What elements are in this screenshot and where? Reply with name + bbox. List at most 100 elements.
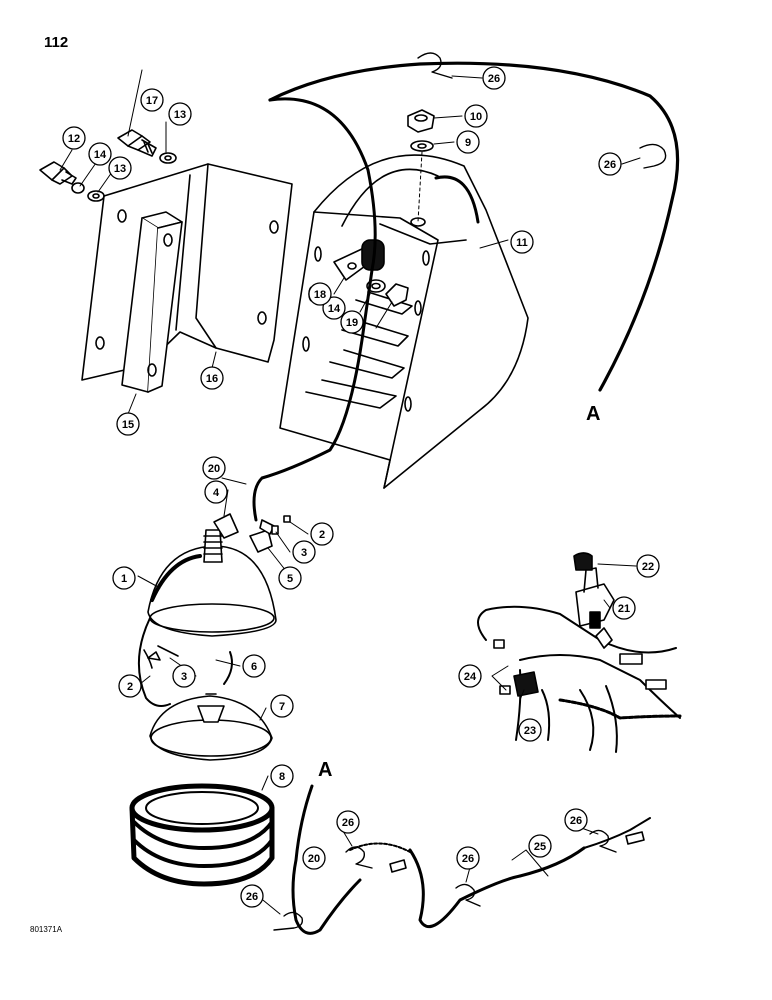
callout-c26c: 26: [336, 810, 360, 834]
callout-number: 6: [251, 661, 257, 673]
callout-number: 3: [301, 547, 307, 559]
connector-4: [213, 513, 239, 539]
callout-number: 26: [488, 73, 500, 85]
nut-19: [385, 283, 409, 307]
callout-number: 7: [279, 701, 285, 713]
cable-clip-lower-2: [455, 883, 481, 907]
callout-c26b: 26: [598, 152, 622, 176]
callout-number: 16: [206, 373, 218, 385]
callout-c14a: 14: [88, 142, 112, 166]
callout-number: 26: [462, 853, 474, 865]
terminal-5: [249, 529, 273, 553]
callout-c20b: 20: [302, 846, 326, 870]
callout-number: 2: [127, 681, 133, 693]
callout-c23: 23: [518, 718, 542, 742]
callout-c18: 18: [308, 282, 332, 306]
callout-c13a: 13: [168, 102, 192, 126]
page-number: 112: [44, 34, 69, 51]
mounting-bracket-plate: [81, 163, 293, 381]
callout-number: 9: [465, 137, 471, 149]
lock-washer-14: [71, 182, 85, 194]
callout-c2a: 2: [310, 522, 334, 546]
callout-c1: 1: [112, 566, 136, 590]
spacer-bar: [121, 211, 183, 393]
callout-number: 26: [570, 815, 582, 827]
washer-14: [366, 279, 386, 293]
callout-number: 14: [328, 303, 341, 315]
callout-c17: 17: [140, 88, 164, 112]
callout-c14b: 14: [322, 296, 346, 320]
callout-number: 5: [287, 573, 293, 585]
callout-c11: 11: [510, 230, 534, 254]
callout-c24: 24: [458, 664, 482, 688]
switch-21: [575, 567, 615, 629]
switch-knob-22: [573, 552, 593, 571]
callout-number: 17: [146, 95, 158, 107]
callout-number: 15: [122, 419, 134, 431]
callout-c26e: 26: [564, 808, 588, 832]
washer-13-upper: [159, 152, 177, 164]
nut-10: [407, 109, 435, 133]
callout-number: 20: [208, 463, 220, 475]
lamp-lead-6: [137, 617, 171, 707]
callout-c26d: 26: [456, 846, 480, 870]
callout-number: 14: [94, 149, 107, 161]
callout-c26f: 26: [240, 884, 264, 908]
callout-c8: 8: [270, 764, 294, 788]
callout-c20a: 20: [202, 456, 226, 480]
callout-number: 19: [346, 317, 358, 329]
lamp-cable-20: [252, 97, 377, 522]
washer-9: [410, 140, 434, 152]
callout-number: 18: [314, 289, 326, 301]
callout-c3a: 3: [292, 540, 316, 564]
callout-c9: 9: [456, 130, 480, 154]
callout-c2b: 2: [118, 674, 142, 698]
callout-c16: 16: [200, 366, 224, 390]
lamp-body: [147, 529, 277, 637]
wire-harness-23: [477, 605, 682, 753]
lamp-housing: [279, 154, 529, 489]
callout-number: 21: [618, 603, 630, 615]
callout-number: 20: [308, 853, 320, 865]
callout-c19: 19: [340, 310, 364, 334]
sealed-beam-7: [149, 693, 273, 761]
callout-number: 13: [114, 163, 126, 175]
callout-c3b: 3: [172, 664, 196, 688]
callout-number: 25: [534, 841, 546, 853]
callout-number: 2: [319, 529, 325, 541]
callout-number: 26: [246, 891, 258, 903]
callout-number: 4: [213, 487, 220, 499]
callout-number: 24: [464, 671, 477, 683]
callout-number: 8: [279, 771, 285, 783]
callout-number: 11: [516, 237, 528, 249]
callouts: 1223345678910111213131414151617181920202…: [62, 66, 660, 908]
callout-number: 10: [470, 111, 482, 123]
callout-c5: 5: [278, 566, 302, 590]
connector-letter-a-upper: A: [586, 403, 600, 425]
callout-c13b: 13: [108, 156, 132, 180]
callout-number: 23: [524, 725, 536, 737]
callout-number: 3: [181, 671, 187, 683]
callout-c25: 25: [528, 834, 552, 858]
lower-cable-a: [291, 784, 362, 935]
callout-c15: 15: [116, 412, 140, 436]
callout-c12: 12: [62, 126, 86, 150]
callout-number: 22: [642, 561, 654, 573]
callout-c21: 21: [612, 596, 636, 620]
callout-number: 26: [342, 817, 354, 829]
callout-c22: 22: [636, 554, 660, 578]
callout-c26a: 26: [482, 66, 506, 90]
bolt-17: [117, 129, 157, 157]
callout-number: 12: [68, 133, 80, 145]
callout-c4: 4: [204, 480, 228, 504]
harness-cable-a: [268, 61, 680, 392]
callout-c10: 10: [464, 104, 488, 128]
callout-c7: 7: [270, 694, 294, 718]
callout-number: 1: [121, 573, 127, 585]
cable-clip-lower-4: [273, 911, 304, 931]
cable-clip-lower-1: [345, 846, 373, 869]
bolt-12: [39, 161, 77, 185]
cable-clip-right: [639, 143, 667, 169]
figure-code: 801371A: [30, 925, 63, 934]
